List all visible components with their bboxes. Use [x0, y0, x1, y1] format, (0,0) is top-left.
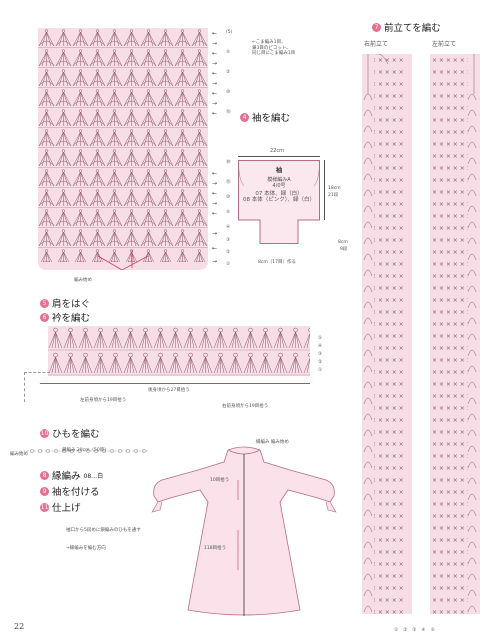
sleeve-height-line — [324, 160, 325, 220]
sleeve-cuff-label: 8cm（17目）作る — [258, 260, 296, 265]
collar-label-back: 後身頃から27目拾う — [148, 388, 190, 393]
cord-detail: 鎖編み 20cm（50目） — [62, 448, 109, 453]
right-placket-label: 右前立て — [364, 41, 389, 48]
sleeve-side-rows: 9段 — [340, 247, 348, 252]
garment-rows-bottom: 118目拾う — [204, 546, 227, 551]
collar-left-edge — [24, 372, 50, 402]
collar-base — [40, 376, 310, 384]
body-pattern-svg — [38, 28, 208, 271]
collar-label-left: 左前身頃から19目拾う — [80, 398, 127, 403]
sleeve-side-label: 8cm — [338, 240, 348, 245]
cord-start: 編み始め — [10, 452, 28, 457]
sleeve-rows-label: 21段 — [328, 193, 339, 198]
garment-rows-top: 10目拾う — [210, 478, 230, 483]
sleeve-width-label: 22cm — [270, 148, 284, 154]
collar-chart — [48, 326, 310, 376]
placket-row-numbers: ① ② ③ ④ ⑤ — [394, 628, 435, 633]
body-row-markers: ← → ← → ← → ← → ← ← → ← → ← → ← → — [212, 30, 218, 265]
collar-label-right: 右前身頃から19目拾う — [222, 404, 269, 409]
left-placket-label: 左前立て — [432, 41, 457, 48]
body-pattern-chart — [38, 28, 208, 271]
body-pattern-note: ←こま編み1目、 鎖3目のピコット、 同じ目にこま編み1目 — [252, 40, 296, 56]
garment-cord-note: 袖口から5段めに鎖編みのひもを通す — [66, 528, 141, 533]
body-start-label: 編み始め — [74, 278, 92, 283]
sleeve-schematic — [238, 160, 320, 244]
sleeve-text: 袖 模様編みA 4/0号 07 本体、緑（白） 08 本体（ピンク）、緑（白） — [243, 166, 315, 203]
page-number: 22 — [14, 622, 25, 631]
sleeve-height-label: 18cm — [328, 186, 341, 191]
sleeve-width-arrow — [238, 156, 320, 157]
garment-illustration — [140, 440, 350, 620]
garment-edge-label: 縁編み 編み始め — [256, 440, 289, 445]
cord-chain — [20, 440, 148, 453]
right-placket-chart: × × × × × × — [362, 53, 412, 614]
left-placket-chart — [430, 54, 480, 614]
garment-direction-note: →縁編みを編む方向 — [66, 546, 106, 551]
